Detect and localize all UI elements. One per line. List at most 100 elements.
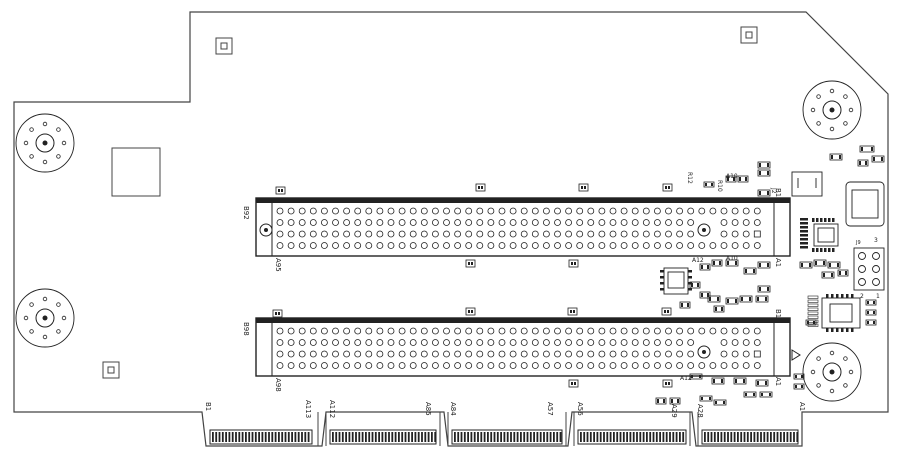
pin [309,230,317,238]
finger [212,432,214,442]
pin [409,242,417,249]
pin [731,219,739,226]
pin [409,219,417,226]
finger [707,432,710,442]
finger [407,432,410,442]
finger [241,432,244,442]
smd-pad [809,263,811,267]
finger [760,432,762,442]
finger [454,432,456,442]
pin [431,207,439,215]
edge-label: A57 [546,402,554,416]
ic-pin [660,288,664,291]
smd-pad [715,307,717,311]
pin [354,362,362,369]
pin [354,339,362,346]
ic-pin [826,328,829,332]
finger [417,432,420,442]
connector-top-label-left: B92 [242,206,250,220]
ref-label: R10 [716,180,723,192]
ic-pin [841,294,844,298]
pin [320,242,328,249]
pin [443,219,450,226]
ic-pin [836,328,839,332]
pin [398,327,406,335]
smd-pad [707,293,709,297]
pin [398,362,406,369]
finger [596,432,599,442]
pin [731,350,739,358]
pin [587,207,595,215]
smd-part [707,295,721,303]
pin [354,327,362,335]
pin [309,350,317,358]
header-pin [807,311,819,315]
finger [460,432,463,442]
pin [554,207,561,215]
bolt-hole [29,154,34,159]
finger [348,432,351,442]
pin [465,230,473,238]
smd-pad [717,297,719,301]
bolt-hole [23,315,29,321]
mount-hole-ring [15,113,75,173]
pin [543,242,550,249]
pin [598,350,606,358]
smd-pad [837,263,839,267]
pin [387,362,395,369]
smd-pad [765,381,767,385]
pin [298,339,306,346]
pin [665,242,672,249]
ic-pin [660,270,664,273]
pin [554,242,561,249]
pin [687,362,695,369]
pin [731,207,739,215]
pad-pair [661,307,672,316]
smd-pad [767,263,769,267]
pin [409,362,417,369]
pin [531,219,539,226]
smd-pad [767,191,769,195]
pin [531,230,539,238]
finger [463,432,466,442]
finger [258,432,260,442]
ref-label: A12 [680,375,692,382]
finger [231,432,234,442]
pin [420,230,428,238]
pin [420,242,428,249]
smd-part [711,377,725,385]
finger [365,432,367,442]
finger [470,432,473,442]
finger [264,432,267,442]
smd-part [757,189,771,197]
smd-part [689,281,701,289]
pin [654,207,661,215]
finger [523,432,526,442]
mounting-holes [15,80,862,402]
finger [533,432,535,442]
finger [655,432,658,442]
pin [454,339,462,346]
pin [531,362,539,369]
bolt-hole [848,369,854,375]
pin [454,219,462,226]
pin [609,219,617,226]
bolt-hole [56,127,61,132]
edge-label: A1 [798,402,806,411]
smd-pad [727,261,729,265]
smd-part [725,297,739,305]
pin [520,207,528,215]
smd-part [871,155,885,163]
pin [742,339,750,346]
pin [376,350,384,358]
pin [498,219,506,226]
finger [613,432,615,442]
bolt-hole [29,302,34,307]
connector-bottom-label-right: B1 [774,309,782,318]
finger [371,432,374,442]
pin [509,350,517,358]
pin [698,207,706,215]
header-pin [807,299,819,303]
smd-pad [701,293,703,297]
pad-pair [568,259,579,268]
